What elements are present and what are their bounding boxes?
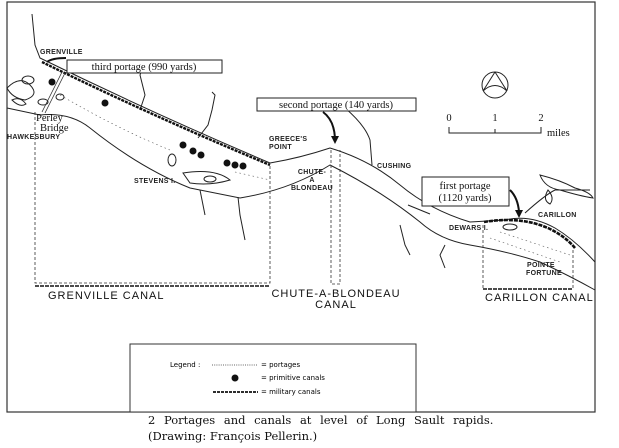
label-pointe: POINTE [527, 262, 555, 269]
label-a: A [309, 177, 314, 184]
first-portage-label: first portage [439, 181, 490, 192]
third-portage-callout: third portage (990 yards) [46, 57, 223, 74]
label-chute-canal: CHUTE-A-BLONDEAU [271, 288, 400, 300]
third-portage-label: third portage (990 yards) [92, 62, 197, 73]
legend-military: = military canals [261, 388, 321, 396]
label-fortune: FORTUNE [526, 270, 562, 277]
label-hawkesbury: HAWKESBURY [7, 134, 60, 141]
primitive-canals [48, 78, 247, 170]
legend-primitive-swatch [231, 374, 239, 382]
label-blondeau: BLONDEAU [291, 185, 333, 192]
scale-bar: 0 1 2 miles [446, 113, 569, 139]
north-shore [31, 13, 596, 263]
scale-tick-0: 0 [446, 113, 451, 124]
caption-title: 2 Portages and canals at level of Long S… [148, 413, 494, 427]
south-shore [6, 107, 596, 291]
legend-portages: = portages [261, 361, 300, 369]
label-greeces: GREECE'S [269, 136, 307, 143]
label-bridge: Bridge [40, 123, 69, 134]
scale-tick-2: 2 [538, 113, 543, 124]
caption-credit: (Drawing: François Pellerin.) [148, 429, 318, 443]
legend-title: Legend : [170, 361, 200, 369]
label-chute: CHUTE- [298, 169, 327, 176]
label-point: POINT [269, 144, 292, 151]
legend: Legend : = portages = primitive canals =… [129, 343, 417, 413]
label-cushing: CUSHING [377, 163, 412, 170]
first-portage-callout: first portage (1120 yards) [421, 176, 523, 218]
label-grenville: GRENVILLE [40, 49, 83, 56]
islands [6, 75, 518, 231]
rapids-marks [59, 94, 571, 263]
label-perley: Perley [36, 113, 64, 124]
military-canal-carillon [483, 218, 576, 249]
legend-primitive: = primitive canals [261, 374, 325, 382]
military-canal-grenville [41, 60, 271, 167]
first-portage-length: (1120 yards) [439, 193, 492, 204]
scale-tick-1: 1 [492, 113, 497, 124]
perley-bridge [41, 71, 66, 114]
north-arrow-icon [481, 71, 509, 99]
label-grenville-canal: GRENVILLE CANAL [48, 290, 164, 302]
label-dewars: DEWARS I. [449, 225, 488, 232]
label-carillon: CARILLON [538, 212, 577, 219]
tributaries [139, 61, 594, 269]
label-stevens: STEVENS I. [134, 178, 176, 185]
canal-extents [34, 112, 574, 288]
label-carillon-canal: CARILLON CANAL [485, 292, 594, 304]
scale-unit: miles [547, 128, 570, 139]
second-portage-callout: second portage (140 yards) [256, 97, 417, 144]
label-chute-canal-2: CANAL [315, 299, 357, 311]
second-portage-label: second portage (140 yards) [279, 100, 394, 111]
